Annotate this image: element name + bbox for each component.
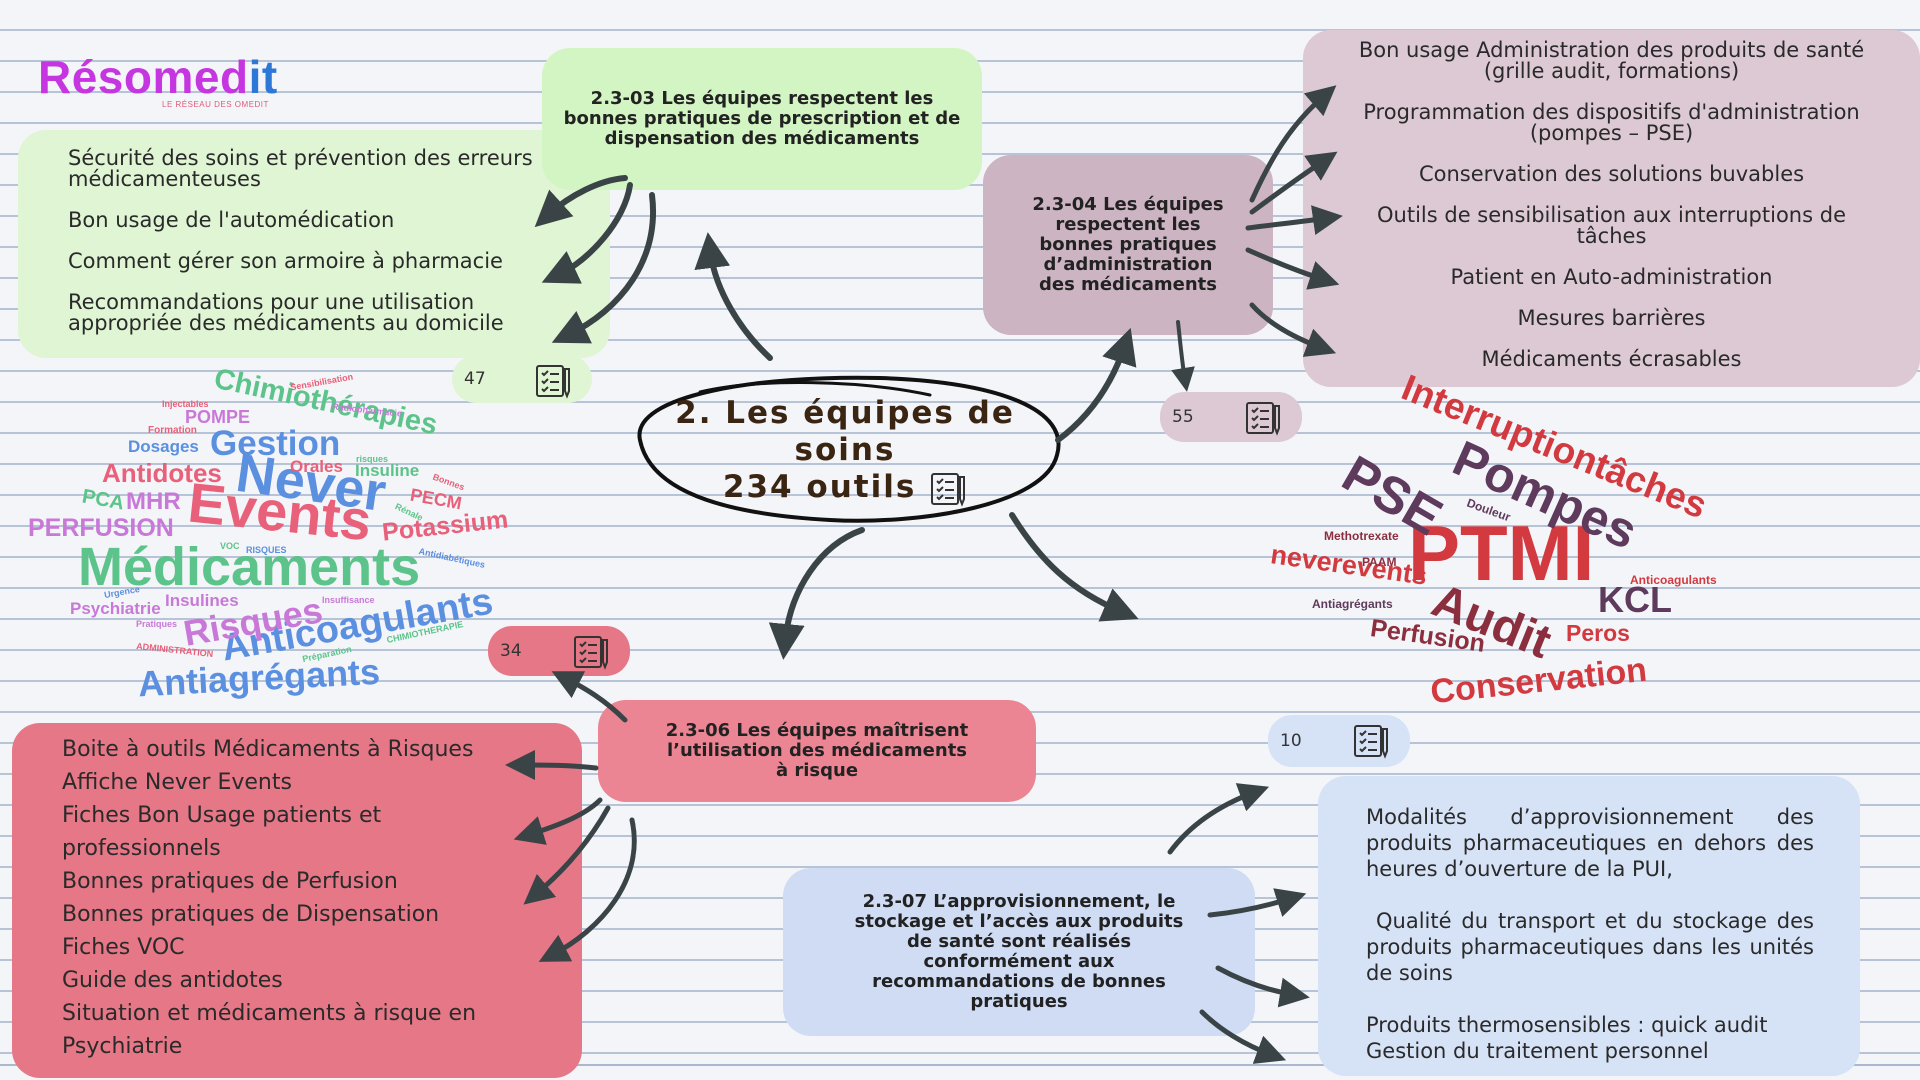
checklist-icon	[1246, 402, 1280, 436]
central-tool-count: 234 outils	[722, 469, 917, 505]
list-item: Guide des antidotes	[62, 968, 283, 993]
checklist-icon	[1354, 725, 1388, 759]
list-item: Fiches VOC	[62, 935, 185, 960]
branch-207-count: 10	[1280, 731, 1302, 751]
branch-203-count-pill: 47	[452, 355, 592, 403]
wordcloud-left: Médicaments Events Never Anticoagulants …	[0, 0, 510, 705]
checklist-icon	[574, 636, 608, 670]
word: Formation	[148, 425, 197, 436]
branch-206-items-box: Boite à outils Médicaments à Risques Aff…	[12, 723, 582, 1078]
list-item: Recommandations pour une utilisation app…	[68, 290, 504, 335]
word: RISQUES	[246, 545, 287, 555]
word: VOC	[220, 541, 240, 551]
list-item: Sécurité des soins et prévention des err…	[68, 146, 533, 191]
list-item: Comment gérer son armoire à pharmacie	[68, 249, 503, 273]
list-item: Bonnes pratiques de Dispensation	[62, 902, 440, 927]
list-item: Boite à outils Médicaments à Risques	[62, 737, 474, 762]
branch-203-items-box: Sécurité des soins et prévention des err…	[18, 130, 610, 358]
list-item: Situation et médicaments à risque en Psy…	[62, 1001, 477, 1059]
word: Antiagrégants	[1312, 597, 1393, 611]
checklist-icon	[536, 365, 570, 399]
word: PTMI	[1408, 509, 1595, 597]
list-item: Produits thermosensibles : quick audit G…	[1366, 1013, 1768, 1063]
branch-203-title: 2.3-03 Les équipes respectent les bonnes…	[563, 88, 961, 149]
list-item: Affiche Never Events	[62, 770, 292, 795]
word: risques	[356, 454, 389, 464]
word: Gestion	[210, 424, 341, 463]
list-item: Outils de sensibilisation aux interrupti…	[1377, 203, 1846, 248]
branch-204-items-box: Bon usage Administration des produits de…	[1303, 30, 1920, 387]
word: Pratiques	[136, 619, 178, 629]
logo-tagline: LE RÉSEAU DES OMEDIT	[162, 100, 269, 109]
list-item: Qualité du transport et du stockage des …	[1366, 909, 1814, 985]
branch-206-items: Boite à outils Médicaments à Risques Aff…	[62, 733, 552, 1063]
branch-207-title: 2.3-07 L’approvisionnement, le stockage …	[854, 891, 1184, 1012]
word: Peros	[1566, 620, 1630, 646]
branch-204-title: 2.3-04 Les équipes respectent les bonnes…	[1032, 194, 1224, 295]
resomedit-logo: Résomedit	[38, 51, 278, 103]
word: Dosages	[128, 437, 199, 456]
word: Insuffisance	[322, 595, 375, 605]
word: MHR	[126, 488, 181, 515]
branch-206-count: 34	[500, 641, 522, 661]
list-item: Modalités d’approvisionnement des produi…	[1366, 805, 1814, 881]
list-item: Patient en Auto-administration	[1450, 265, 1773, 289]
branch-203-title-box: 2.3-03 Les équipes respectent les bonnes…	[542, 48, 982, 190]
word: Insuline	[355, 461, 420, 480]
branch-207-title-box: 2.3-07 L’approvisionnement, le stockage …	[783, 868, 1255, 1036]
word: Médicaments	[78, 537, 421, 597]
word: PERFUSION	[28, 514, 174, 542]
list-item: Conservation des solutions buvables	[1418, 162, 1805, 186]
word: KCL	[1598, 579, 1672, 620]
list-item: Bonnes pratiques de Perfusion	[62, 869, 398, 894]
list-item: Mesures barrières	[1517, 306, 1706, 330]
word: Antidotes	[102, 458, 222, 488]
branch-207-items-box: Modalités d’approvisionnement des produi…	[1318, 776, 1860, 1076]
checklist-icon	[931, 472, 966, 507]
word: PAAM	[1362, 555, 1397, 569]
central-title-line1: 2. Les équipes de	[675, 395, 1015, 431]
branch-204-items: Bon usage Administration des produits de…	[1343, 40, 1880, 370]
branch-207-count-pill: 10	[1268, 715, 1410, 767]
branch-204-title-box: 2.3-04 Les équipes respectent les bonnes…	[983, 155, 1273, 335]
word: Injectables	[162, 399, 209, 409]
branch-203-count: 47	[464, 369, 486, 389]
list-item: Fiches Bon Usage patients et professionn…	[62, 803, 382, 861]
central-title-line2: soins	[794, 432, 896, 468]
word: Psychiatrie	[70, 599, 161, 618]
central-node-label: 2. Les équipes de soins 234 outils	[670, 395, 1020, 508]
word: Orales	[290, 457, 343, 476]
wordcloud-right: PTMI Pompes Interruptiontâches PSE Audit…	[0, 0, 1717, 712]
word: Anticoagulants	[1630, 573, 1717, 587]
branch-206-title-box: 2.3-06 Les équipes maîtrisent l’utilisat…	[598, 700, 1036, 802]
word: POMPE	[185, 407, 251, 427]
word: Methotrexate	[1324, 529, 1399, 543]
branch-204-count-pill: 55	[1160, 392, 1302, 442]
list-item: Bon usage de l'automédication	[68, 208, 395, 232]
branch-207-items: Modalités d’approvisionnement des produi…	[1366, 804, 1814, 1064]
branch-206-title: 2.3-06 Les équipes maîtrisent l’utilisat…	[665, 720, 969, 781]
list-item: Bon usage Administration des produits de…	[1358, 38, 1865, 83]
list-item: Médicaments écrasables	[1481, 347, 1742, 371]
branch-204-count: 55	[1172, 407, 1194, 427]
branch-203-items: Sécurité des soins et prévention des err…	[68, 148, 590, 334]
word: Insulines	[165, 591, 239, 610]
branch-206-count-pill: 34	[488, 626, 630, 676]
list-item: Programmation des dispositifs d'administ…	[1363, 100, 1860, 145]
